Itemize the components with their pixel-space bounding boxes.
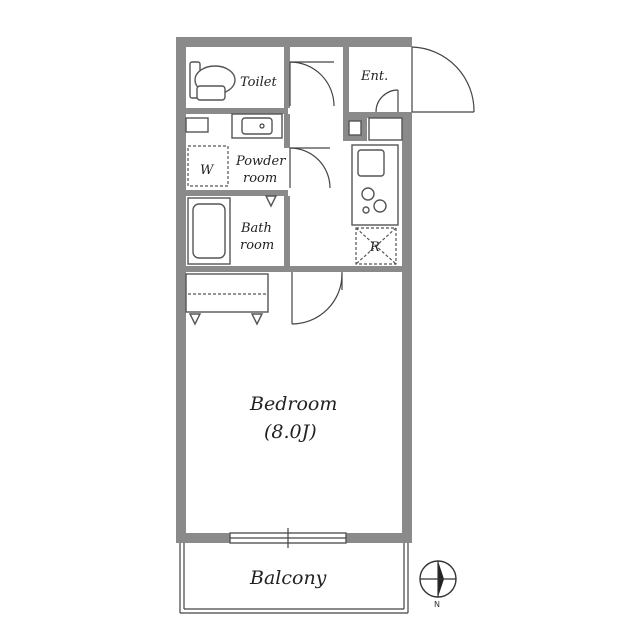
entrance-label: Ent. [360, 69, 388, 84]
washer-space [185, 117, 229, 187]
powder-marker [264, 195, 278, 208]
bedroom-door[interactable] [291, 272, 343, 325]
bedroom-size-label: (8.0J) [264, 421, 317, 443]
balcony-label: Balcony [249, 567, 327, 589]
bedroom-label: Bedroom [249, 393, 337, 415]
washbasin [231, 113, 283, 139]
bathtub [187, 197, 231, 265]
bath-room-label-line1: Bath [240, 221, 272, 236]
closet [185, 273, 269, 326]
toilet-label: Toilet [240, 75, 277, 90]
refrigerator-label: R [369, 240, 380, 255]
balcony-window[interactable] [229, 528, 347, 548]
entrance-inner-door[interactable] [375, 89, 399, 113]
powder-room-door[interactable] [289, 147, 331, 189]
balcony-outline [179, 543, 409, 614]
powder-room-label-line1: Powder [235, 154, 286, 169]
toilet-door[interactable] [289, 61, 335, 107]
washer-label: W [200, 163, 215, 178]
entrance-door[interactable] [411, 46, 475, 113]
bath-room-label-line2: room [240, 238, 274, 253]
interior-walls [186, 47, 403, 272]
refrigerator-space [355, 227, 397, 265]
north-label: N [434, 600, 440, 609]
kitchen-counter [351, 144, 399, 226]
toilet-fixture [189, 61, 236, 101]
powder-room-label-line2: room [243, 171, 277, 186]
north-arrow-icon [419, 560, 457, 598]
